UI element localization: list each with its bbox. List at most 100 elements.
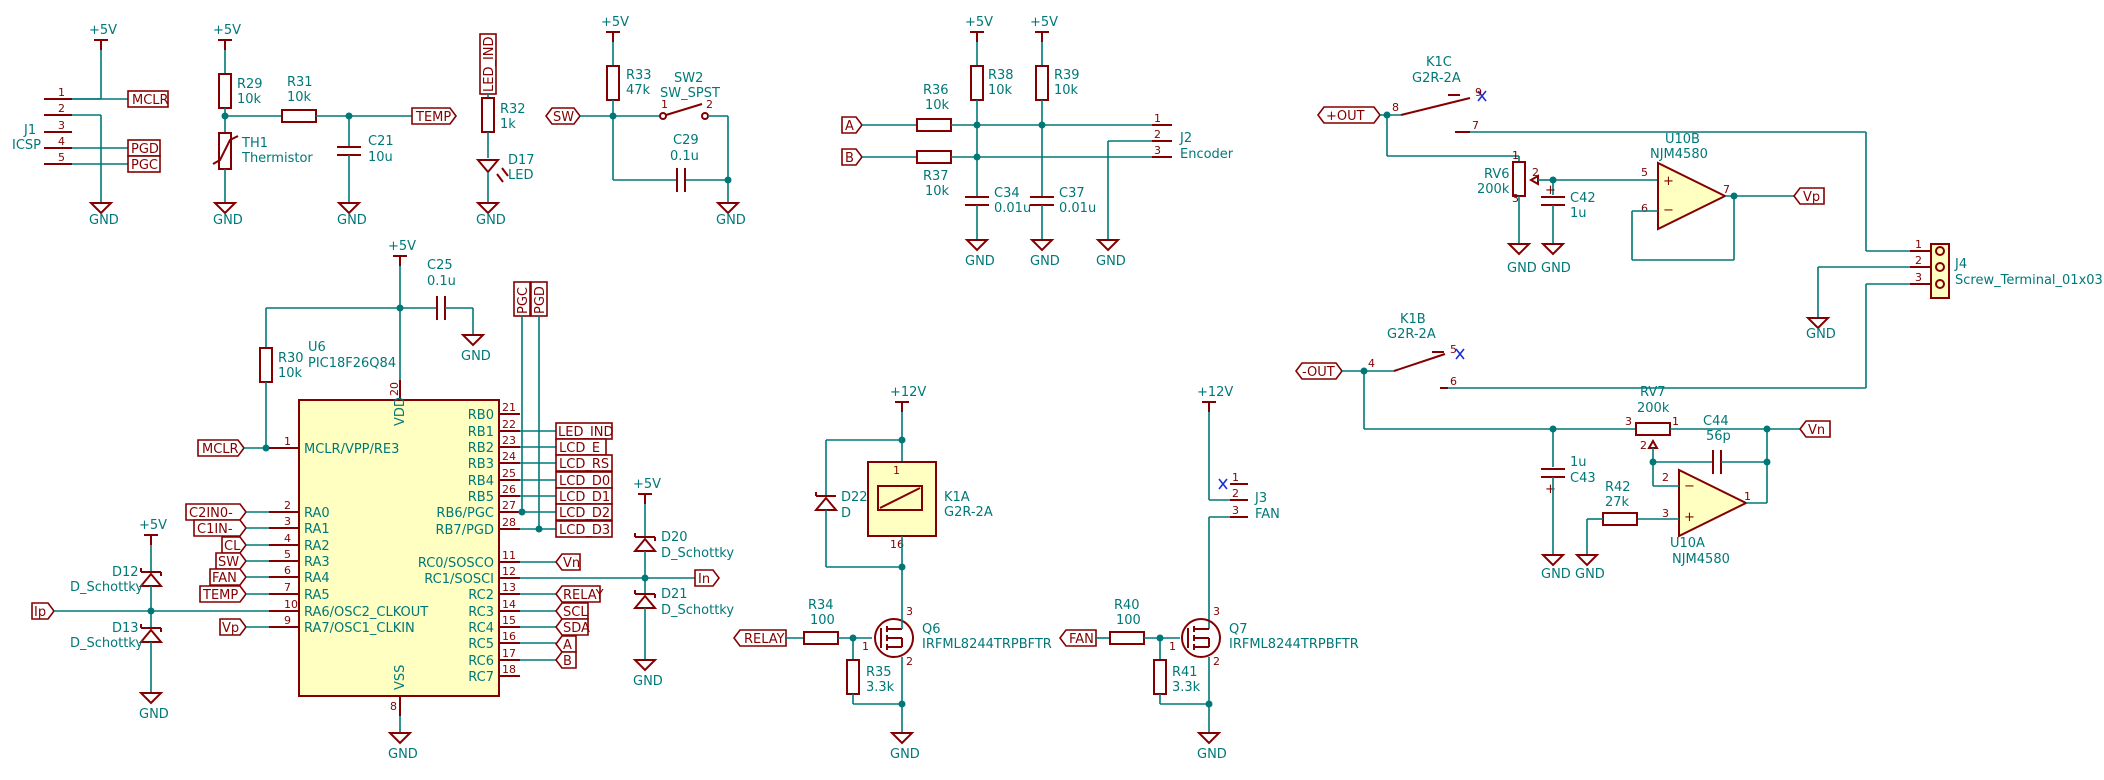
q6-pin: 2	[906, 655, 913, 668]
u6-ref: U6	[308, 340, 326, 355]
u6-pin-number: 21	[502, 401, 516, 414]
c34-ref: C34	[994, 186, 1020, 201]
p12-label: +12V	[1197, 385, 1233, 400]
u6-pin-number: 5	[284, 548, 291, 561]
u6-pin-name: RA7/OSC1_CLKIN	[304, 621, 415, 636]
u10b-ref: U10B	[1665, 132, 1700, 147]
net-label-sda: SDA	[563, 621, 590, 636]
amplifier-block: +OUT 8 9 7 K1C G2R-2A 1 2 3 RV6 200k GND…	[1295, 55, 2103, 582]
r41-val: 3.3k	[1172, 680, 1201, 695]
u6-pin-number: 16	[502, 630, 516, 643]
gnd-label: GND	[1030, 254, 1060, 269]
u10b-val: NJM4580	[1650, 147, 1708, 162]
r31-val: 10k	[287, 90, 312, 105]
rv7-pin: 3	[1625, 415, 1632, 428]
u6-pin-name: RA0	[304, 506, 330, 521]
r30-val: 10k	[278, 366, 303, 381]
net-label-pgc: PGC	[516, 287, 531, 314]
u6-pin-number: 14	[502, 598, 516, 611]
p12-label: +12V	[890, 385, 926, 400]
thermistor-block: +5V R29 10k TH1 Thermistor GND R31 10k C…	[212, 23, 457, 228]
net-label-vp: Vp	[222, 621, 239, 636]
rv6-pin: 1	[1512, 149, 1519, 162]
u10b-body	[1657, 161, 1728, 231]
u6-pin-number: 10	[284, 598, 298, 611]
r30-ref: R30	[278, 351, 304, 366]
k1b-val: G2R-2A	[1387, 327, 1436, 342]
c25-val: 0.1u	[427, 274, 456, 289]
u6-vss: VSS	[393, 665, 408, 690]
u6-pin: 8	[390, 700, 397, 713]
u6-body	[298, 399, 500, 697]
r33-ref: R33	[626, 68, 652, 83]
k1a-val: G2R-2A	[944, 505, 993, 520]
k1c-pin: 9	[1475, 86, 1482, 99]
j1-val: ICSP	[12, 138, 41, 153]
u6-pin-number: 17	[502, 647, 516, 660]
k1a-body	[867, 461, 937, 537]
gnd-label: GND	[213, 213, 243, 228]
net-label-ip: Ip	[34, 605, 46, 620]
j1-pin: 2	[58, 102, 65, 115]
c42-ref: C42	[1570, 191, 1596, 206]
p5-label: +5V	[213, 23, 241, 38]
net-label-fan: FAN	[212, 571, 237, 586]
gnd-label: GND	[1806, 327, 1836, 342]
r38-ref: R38	[988, 68, 1014, 83]
k1a-pin: 1	[893, 464, 900, 477]
net-label-vn: Vn	[1808, 423, 1825, 438]
j1-pin: 1	[58, 86, 65, 99]
u6-pin-name: RA5	[304, 588, 330, 603]
net-label-mclr: MCLR	[132, 93, 169, 108]
q7-val: IRFML8244TRPBFTR	[1229, 637, 1359, 652]
svg-text:−: −	[1663, 203, 1674, 218]
c29-ref: C29	[673, 133, 699, 148]
u6-pin-number: 24	[502, 450, 516, 463]
u6-pin-number: 28	[502, 516, 516, 529]
u6-pin-number: 2	[284, 499, 291, 512]
r35-val: 3.3k	[866, 680, 895, 695]
p5-label: +5V	[89, 23, 117, 38]
r36-ref: R36	[923, 83, 949, 98]
u6-pin-number: 26	[502, 483, 516, 496]
net-label-temp: TEMP	[202, 588, 238, 603]
j3-pin: 1	[1232, 471, 1239, 484]
j4-val: Screw_Terminal_01x03	[1955, 273, 2103, 288]
c25-ref: C25	[427, 258, 453, 273]
r33-val: 47k	[626, 83, 651, 98]
u6-pin-number: 27	[502, 499, 516, 512]
q6-body	[874, 618, 914, 658]
relay-driver-block: +12V D22 D 1 16 K1A G2R-2A RELAY R34 100…	[733, 385, 1052, 762]
gnd-label: GND	[965, 254, 995, 269]
d20-val: D_Schottky	[661, 546, 734, 561]
u10b-pin: 5	[1641, 166, 1648, 179]
k1a-ref: K1A	[944, 490, 970, 505]
net-label-pgd: PGD	[131, 142, 159, 157]
r42-val: 27k	[1605, 495, 1630, 510]
u6-pin-name: RB4	[468, 474, 494, 489]
u10a-body	[1678, 468, 1749, 538]
j3-ref: J3	[1254, 491, 1267, 506]
rv7-pin: 1	[1672, 415, 1679, 428]
svg-text:+: +	[1545, 482, 1556, 497]
u6-pin-name: MCLR/VPP/RE3	[304, 442, 399, 457]
gnd-label: GND	[1096, 254, 1126, 269]
u6-pin-name: RB1	[468, 425, 494, 440]
u10a-val: NJM4580	[1672, 552, 1730, 567]
net-label-c2in0: C2IN0-	[189, 506, 233, 521]
u6-pin-name: RC1/SOSCI	[424, 572, 494, 587]
gnd-label: GND	[1507, 261, 1537, 276]
gnd-label: GND	[476, 213, 506, 228]
c44-ref: C44	[1703, 414, 1729, 429]
j4-pin: 2	[1915, 254, 1922, 267]
net-label-lcd-rs: LCD_RS	[559, 457, 609, 472]
k1c-pin: 8	[1392, 101, 1399, 114]
r41-ref: R41	[1172, 665, 1198, 680]
switch-block: +5V R33 47k SW 1 2 SW2 SW_SPST C29 0.1u …	[545, 15, 746, 228]
p5-label: +5V	[633, 477, 661, 492]
rv6-ref: RV6	[1484, 167, 1510, 182]
d20-ref: D20	[661, 530, 688, 545]
u6-pin-number: 15	[502, 614, 516, 627]
q6-pin: 1	[862, 640, 869, 653]
r34-ref: R34	[808, 598, 834, 613]
